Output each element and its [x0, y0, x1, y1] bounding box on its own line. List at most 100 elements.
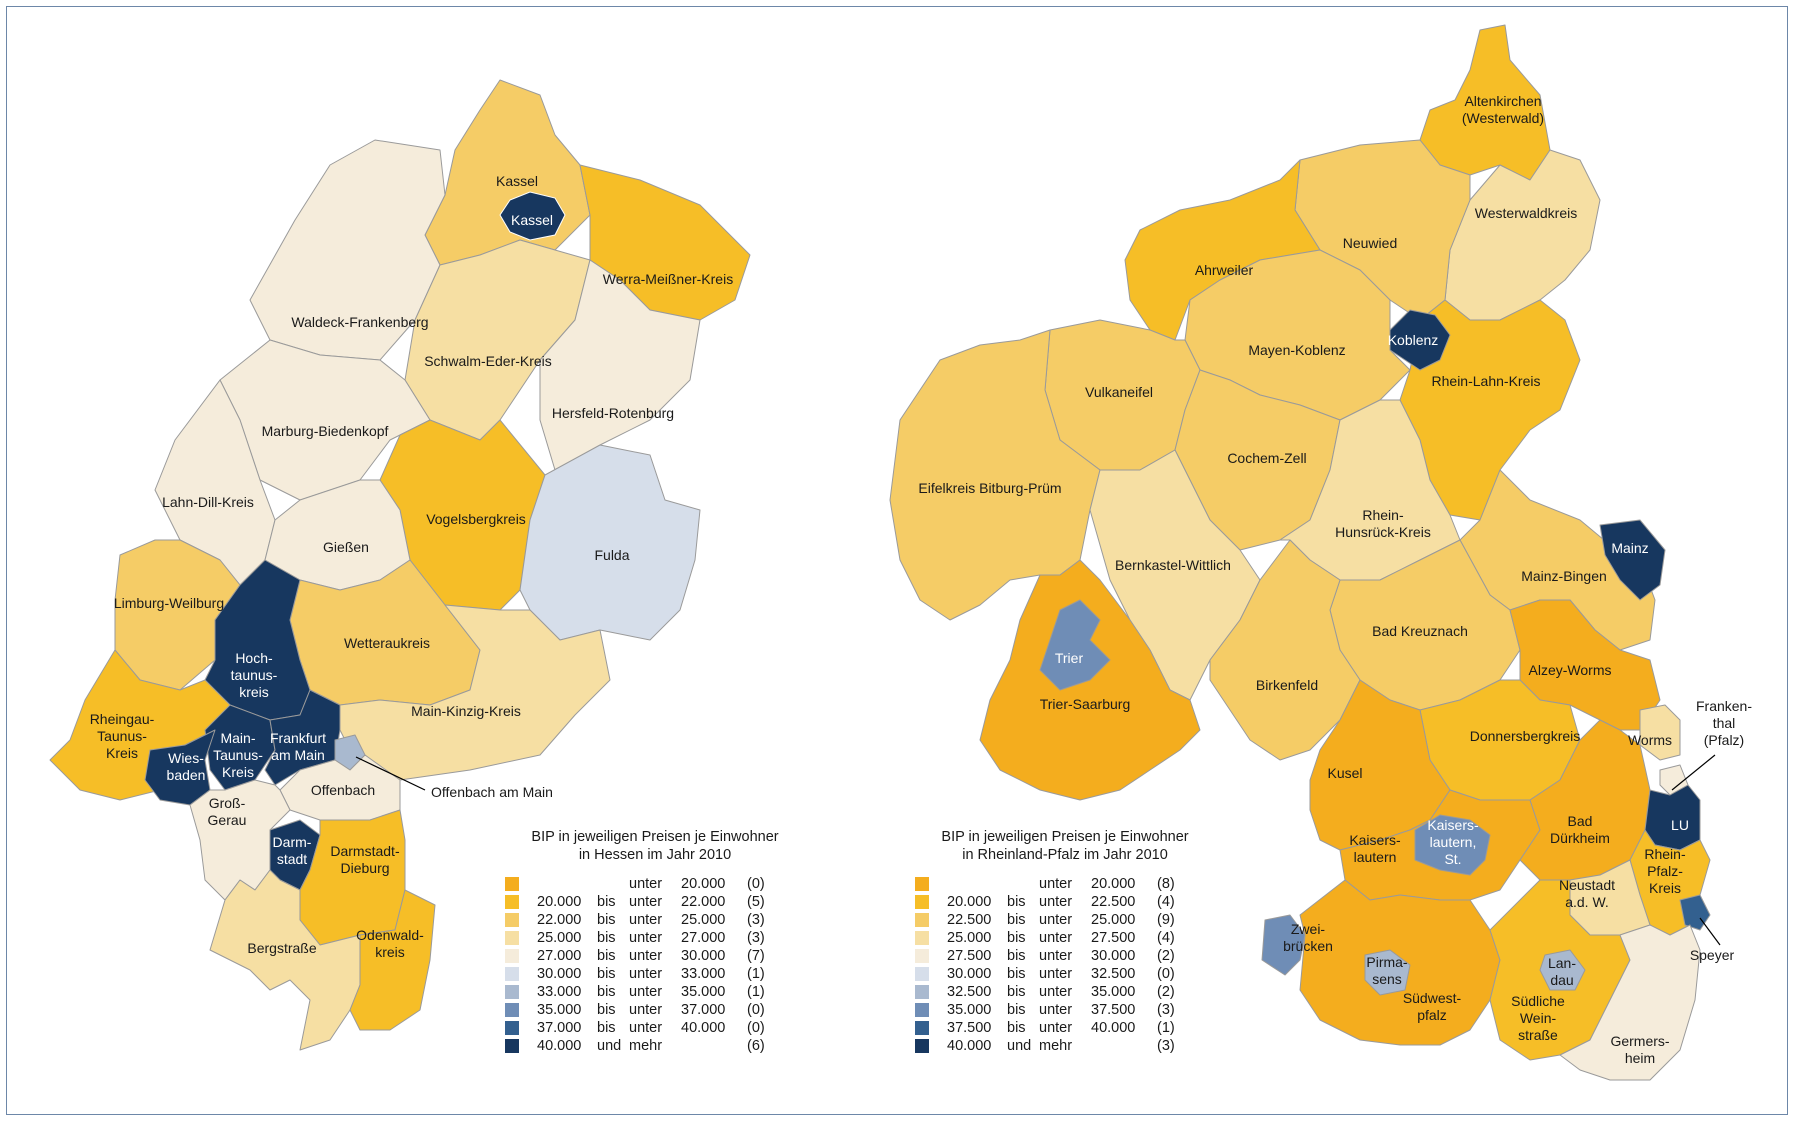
legend-rel: unter — [1039, 1002, 1073, 1018]
legend-mid: bis — [1007, 1020, 1026, 1036]
legend-swatch — [505, 931, 519, 945]
label-germersheim-2: heim — [1625, 1050, 1655, 1066]
label-rheingau-3: Kreis — [106, 745, 138, 761]
label-wetterau: Wetteraukreis — [344, 635, 430, 651]
legend-count: (9) — [1157, 912, 1175, 928]
label-koblenz: Koblenz — [1388, 332, 1439, 348]
region-darmstadt-dieburg[interactable] — [299, 809, 406, 946]
legend-count: (2) — [1157, 948, 1175, 964]
leader-frankenthal — [1671, 754, 1716, 791]
legend-rel: unter — [1039, 912, 1073, 928]
label-cochem: Cochem-Zell — [1227, 450, 1306, 466]
legend-hessen-title-line2: in Hessen im Jahr 2010 — [578, 847, 732, 863]
legend-swatch — [505, 985, 519, 999]
region-main-kinzig[interactable] — [339, 604, 611, 781]
label-suedwestpfalz-1: Südwest- — [1403, 990, 1462, 1006]
label-fulda: Fulda — [594, 547, 629, 563]
region-kassel-city[interactable] — [499, 191, 566, 241]
legend-to: 25.000 — [1091, 912, 1136, 928]
legend-count: (4) — [1157, 894, 1175, 910]
legend-swatch — [505, 1003, 519, 1017]
label-neuwied: Neuwied — [1343, 235, 1397, 251]
legend-from: 35.000 — [537, 1002, 582, 1018]
legend-swatch — [915, 913, 929, 927]
legend-rel: unter — [1039, 876, 1073, 892]
region-zweibruecken[interactable] — [1261, 914, 1306, 976]
rlp-labels: Altenkirchen (Westerwald) Westerwaldkrei… — [918, 93, 1752, 1066]
legend-swatch — [915, 877, 929, 891]
region-main-taunus[interactable] — [204, 704, 276, 791]
label-bernkastel: Bernkastel-Wittlich — [1115, 557, 1231, 573]
label-rheinpfalz-3: Kreis — [1649, 880, 1681, 896]
legend-to: 40.000 — [1091, 1020, 1136, 1036]
label-suedlwein-1: Südliche — [1511, 993, 1565, 1009]
region-altenkirchen[interactable] — [1419, 24, 1551, 181]
legend-from: 25.000 — [537, 930, 582, 946]
label-mainkinzig: Main-Kinzig-Kreis — [411, 703, 521, 719]
legend-to: 30.000 — [681, 948, 726, 964]
legend-rel: unter — [629, 1002, 663, 1018]
label-worms: Worms — [1628, 732, 1672, 748]
region-koblenz[interactable] — [1389, 309, 1451, 371]
hessen-map — [49, 79, 751, 1051]
label-hersfeld: Hersfeld-Rotenburg — [552, 405, 674, 421]
label-darmstadtdieburg-2: Dieburg — [340, 860, 389, 876]
legend-mid: bis — [1007, 894, 1026, 910]
region-germersheim[interactable] — [1559, 924, 1701, 1081]
label-landau-2: dau — [1550, 972, 1573, 988]
label-limburg: Limburg-Weilburg — [114, 595, 224, 611]
legend-rel: unter — [1039, 984, 1073, 1000]
leader-speyer — [1699, 917, 1721, 946]
legend-from: 37.500 — [947, 1020, 992, 1036]
label-darmstadtdieburg-1: Darmstadt- — [330, 843, 400, 859]
legend-from: 30.000 — [947, 966, 992, 982]
legend-mid: bis — [1007, 948, 1026, 964]
region-odenwald[interactable] — [349, 889, 436, 1031]
legend-mid: bis — [597, 948, 616, 964]
region-hersfeld-rotenburg[interactable] — [539, 259, 701, 471]
legend-from: 30.000 — [537, 966, 582, 982]
label-wiesbaden-2: baden — [167, 767, 206, 783]
legend-count: (1) — [747, 966, 765, 982]
legend-count: (3) — [1157, 1038, 1175, 1054]
legend-to: 37.000 — [681, 1002, 726, 1018]
label-frankfurt-1: Frankfurt — [270, 730, 326, 746]
legend-mid: bis — [1007, 930, 1026, 946]
label-frankenthal-3: (Pfalz) — [1704, 732, 1744, 748]
label-vulkaneifel: Vulkaneifel — [1085, 384, 1153, 400]
region-pirmasens[interactable] — [1364, 949, 1411, 996]
legend-from: 33.000 — [537, 984, 582, 1000]
label-grossgerau-2: Gerau — [208, 812, 247, 828]
label-offenbach-lk: Offenbach — [311, 782, 375, 798]
label-hochtaunus-2: taunus- — [231, 667, 278, 683]
legend-rel: unter — [629, 912, 663, 928]
label-giessen: Gießen — [323, 539, 369, 555]
legend-from: 35.000 — [947, 1002, 992, 1018]
legend-mid: bis — [597, 1020, 616, 1036]
legend-mid: bis — [597, 984, 616, 1000]
region-landau[interactable] — [1539, 949, 1586, 991]
label-badduerkheim-1: Bad — [1568, 813, 1593, 829]
region-mainz[interactable] — [1599, 519, 1666, 601]
region-fulda[interactable] — [519, 444, 701, 641]
legend-mid: und — [597, 1038, 622, 1054]
label-trier: Trier — [1055, 650, 1084, 666]
legend-rel: mehr — [629, 1038, 663, 1054]
label-neustadt-2: a.d. W. — [1565, 894, 1609, 910]
legend-hessen-title: BIP in jeweiligen Preisen je Einwohner i… — [505, 828, 805, 864]
region-trier[interactable] — [1039, 599, 1111, 691]
legend-count: (0) — [747, 1002, 765, 1018]
label-speyer: Speyer — [1690, 947, 1735, 963]
region-kl-city[interactable] — [1414, 814, 1491, 876]
label-kl-city-1: Kaisers- — [1427, 817, 1479, 833]
